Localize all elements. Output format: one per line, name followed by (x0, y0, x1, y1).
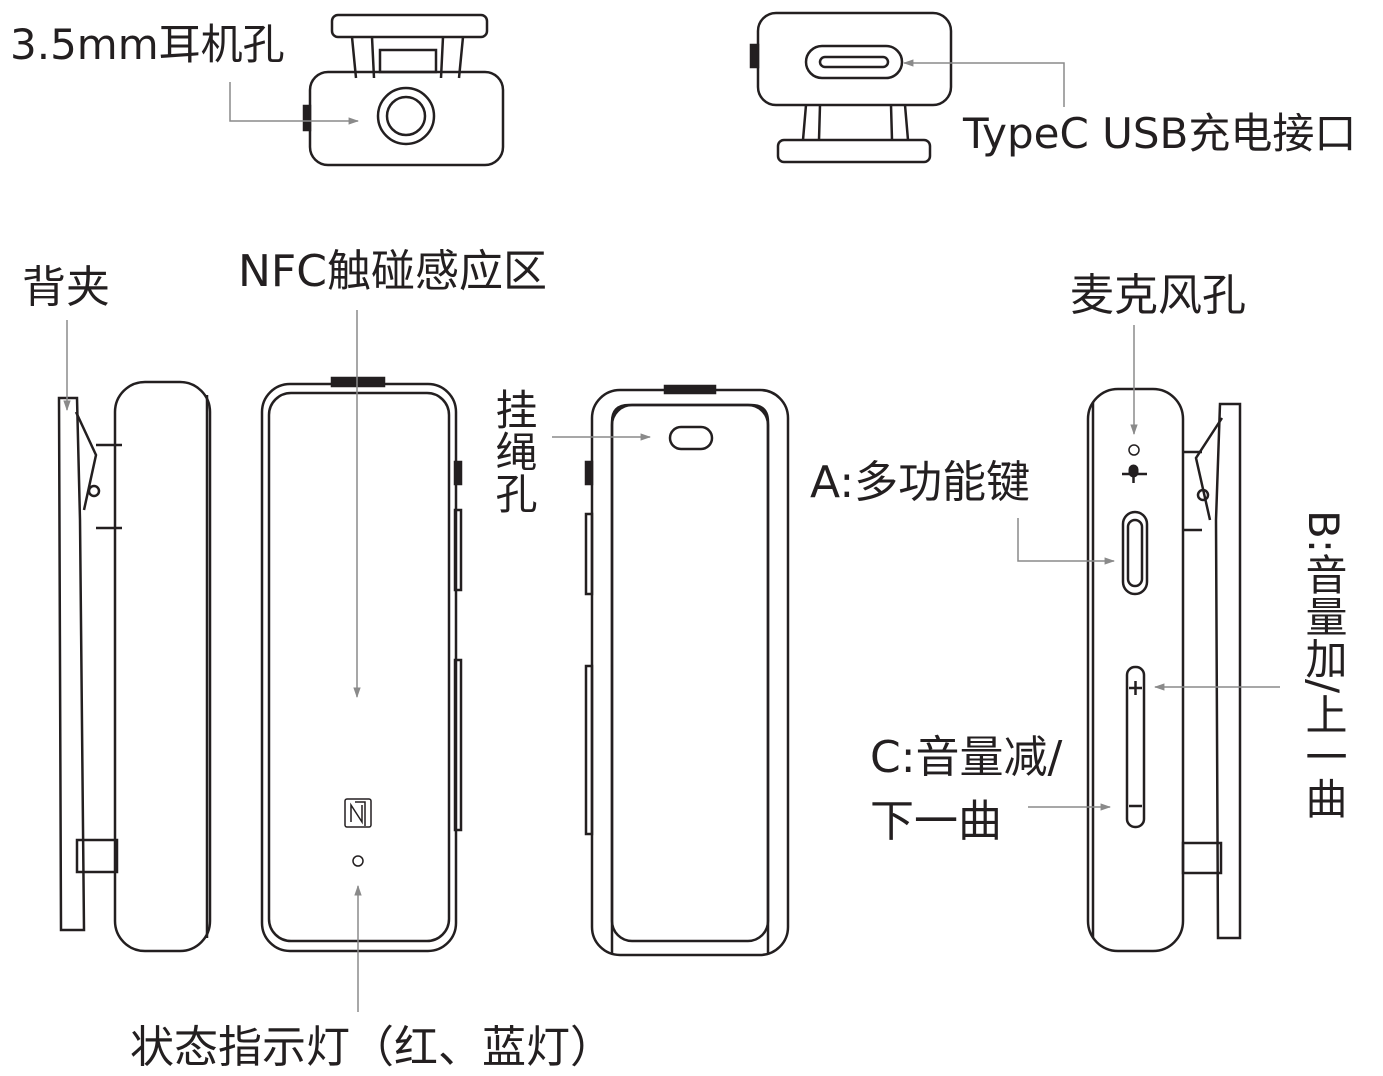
label-nfc-area: NFC触碰感应区 (238, 246, 547, 297)
side-view-right-device (1086, 387, 1242, 953)
lanyard-hole (668, 425, 714, 451)
label-multifunction-key: A:多功能键 (810, 457, 1031, 508)
label-mic-hole: 麦克风孔 (1070, 270, 1246, 321)
back-view-device (584, 384, 790, 957)
leader-multifunction-key (1017, 518, 1116, 565)
label-headphone-jack: 3.5mm耳机孔 (10, 20, 285, 69)
typec-port-outer (804, 44, 904, 80)
leader-headphone-jack (229, 82, 360, 125)
side-view-left-device (57, 380, 212, 953)
label-volume-down-line2: 下一曲 (870, 796, 1002, 847)
top-view-device (302, 13, 505, 167)
leader-typec-port (902, 59, 1065, 107)
typec-port-inner (818, 55, 890, 69)
mic-hole (1128, 444, 1140, 456)
bottom-view-device (749, 11, 953, 164)
label-back-clip: 背夹 (22, 262, 110, 313)
status-led (352, 855, 364, 867)
headphone-jack-inner (385, 95, 427, 137)
label-lanyard-hole: 挂绳孔 (489, 388, 538, 514)
nfc-icon (344, 798, 372, 828)
label-volume-down-line1: C:音量减/ (870, 732, 1063, 783)
volume-up-sign (1129, 681, 1142, 695)
headphone-jack-outer (376, 86, 436, 146)
label-typec-port: TypeC USB充电接口 (963, 109, 1357, 158)
multifunction-key (1121, 510, 1149, 596)
front-view-device (260, 376, 463, 953)
label-volume-up: B:音量加/上一曲 (1299, 510, 1348, 820)
microphone-icon (1122, 464, 1147, 483)
volume-rocker (1125, 665, 1146, 829)
label-status-led: 状态指示灯（红、蓝灯） (130, 1022, 614, 1073)
